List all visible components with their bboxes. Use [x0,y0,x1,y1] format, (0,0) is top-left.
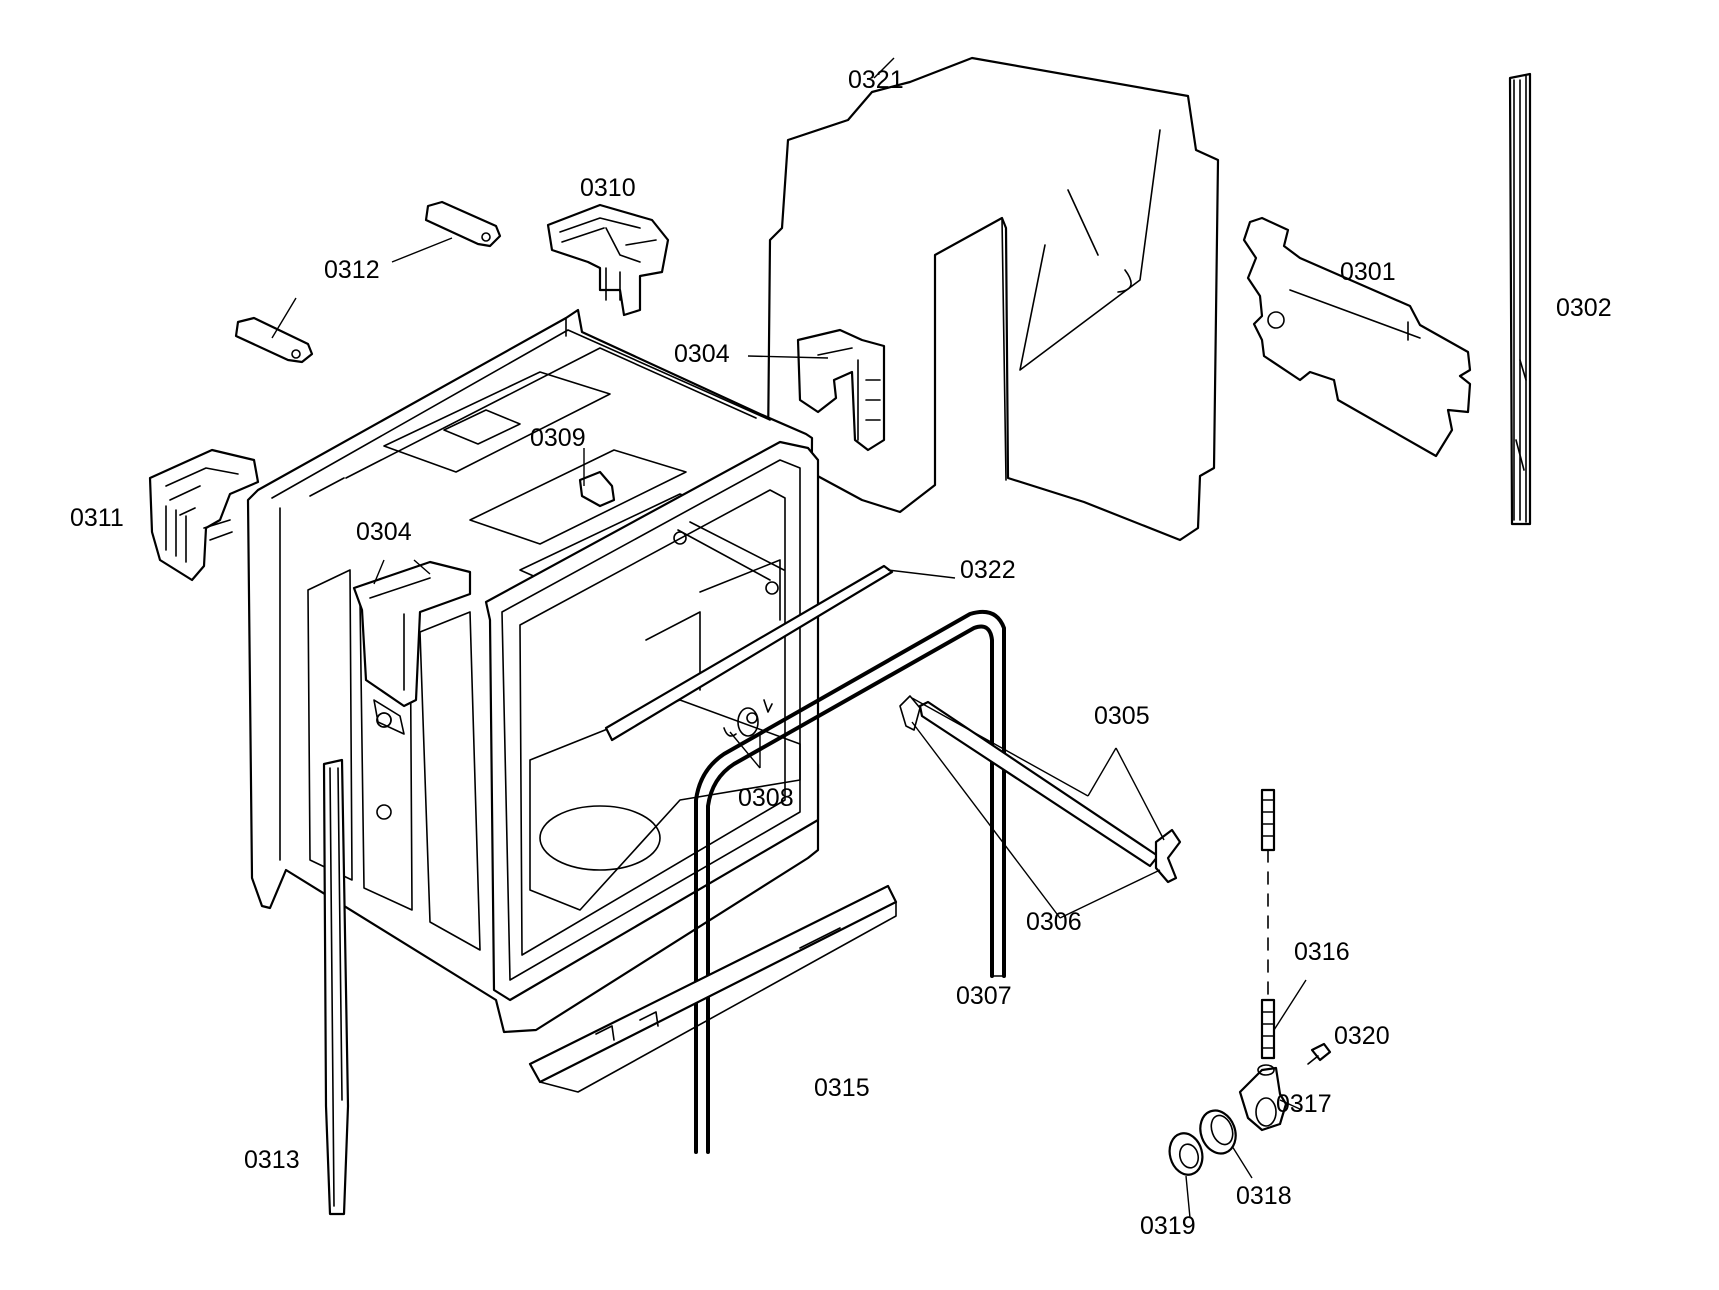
part-0310-clip [546,203,670,317]
part-0308-hinge-parts [723,699,773,737]
label-0309: 0309 [530,424,586,452]
label-0322: 0322 [960,556,1016,584]
part-0319-cap [1168,1132,1204,1176]
label-0305: 0305 [1094,702,1150,730]
label-0320: 0320 [1334,1022,1390,1050]
part-0317-elbow [1238,1064,1288,1132]
part-0305-rail [899,695,1182,884]
part-0301-panel [1242,216,1472,458]
part-0312-brackets [234,200,502,364]
part-0302-strip [1508,72,1532,526]
label-0321: 0321 [848,66,904,94]
part-0315-base-plate [528,884,898,1093]
label-0304-lower: 0304 [356,518,412,546]
label-0312: 0312 [324,256,380,284]
label-0316: 0316 [1294,938,1350,966]
part-0313-strip [322,758,350,1216]
part-0320-screw [1307,1042,1332,1065]
part-0318-ring [1199,1109,1237,1155]
label-0307: 0307 [956,982,1012,1010]
part-0304-lower-clip [352,560,472,735]
label-0301: 0301 [1340,258,1396,286]
label-0318: 0318 [1236,1182,1292,1210]
label-0302: 0302 [1556,294,1612,322]
label-0306: 0306 [1026,908,1082,936]
label-0304-upper: 0304 [674,340,730,368]
label-0317: 0317 [1276,1090,1332,1118]
part-0307-gasket [694,609,1006,1154]
label-0319: 0319 [1140,1212,1196,1240]
part-0321-insulation-cover [766,56,1220,542]
part-0309-clip [578,470,616,508]
part-0322-bar [604,564,894,742]
leader-lines [271,57,1307,1219]
part-0316-hose [1260,788,1276,1060]
part-0311-clip [148,448,260,582]
label-0313: 0313 [244,1146,300,1174]
label-0315: 0315 [814,1074,870,1102]
label-0311: 0311 [70,504,124,532]
part-tub [246,308,820,1034]
label-0310: 0310 [580,174,636,202]
label-0308: 0308 [738,784,794,812]
part-labels: 0321 0310 0312 0301 0302 0304 0309 0311 … [70,66,1612,1240]
part-0304-upper-clip [796,328,886,452]
